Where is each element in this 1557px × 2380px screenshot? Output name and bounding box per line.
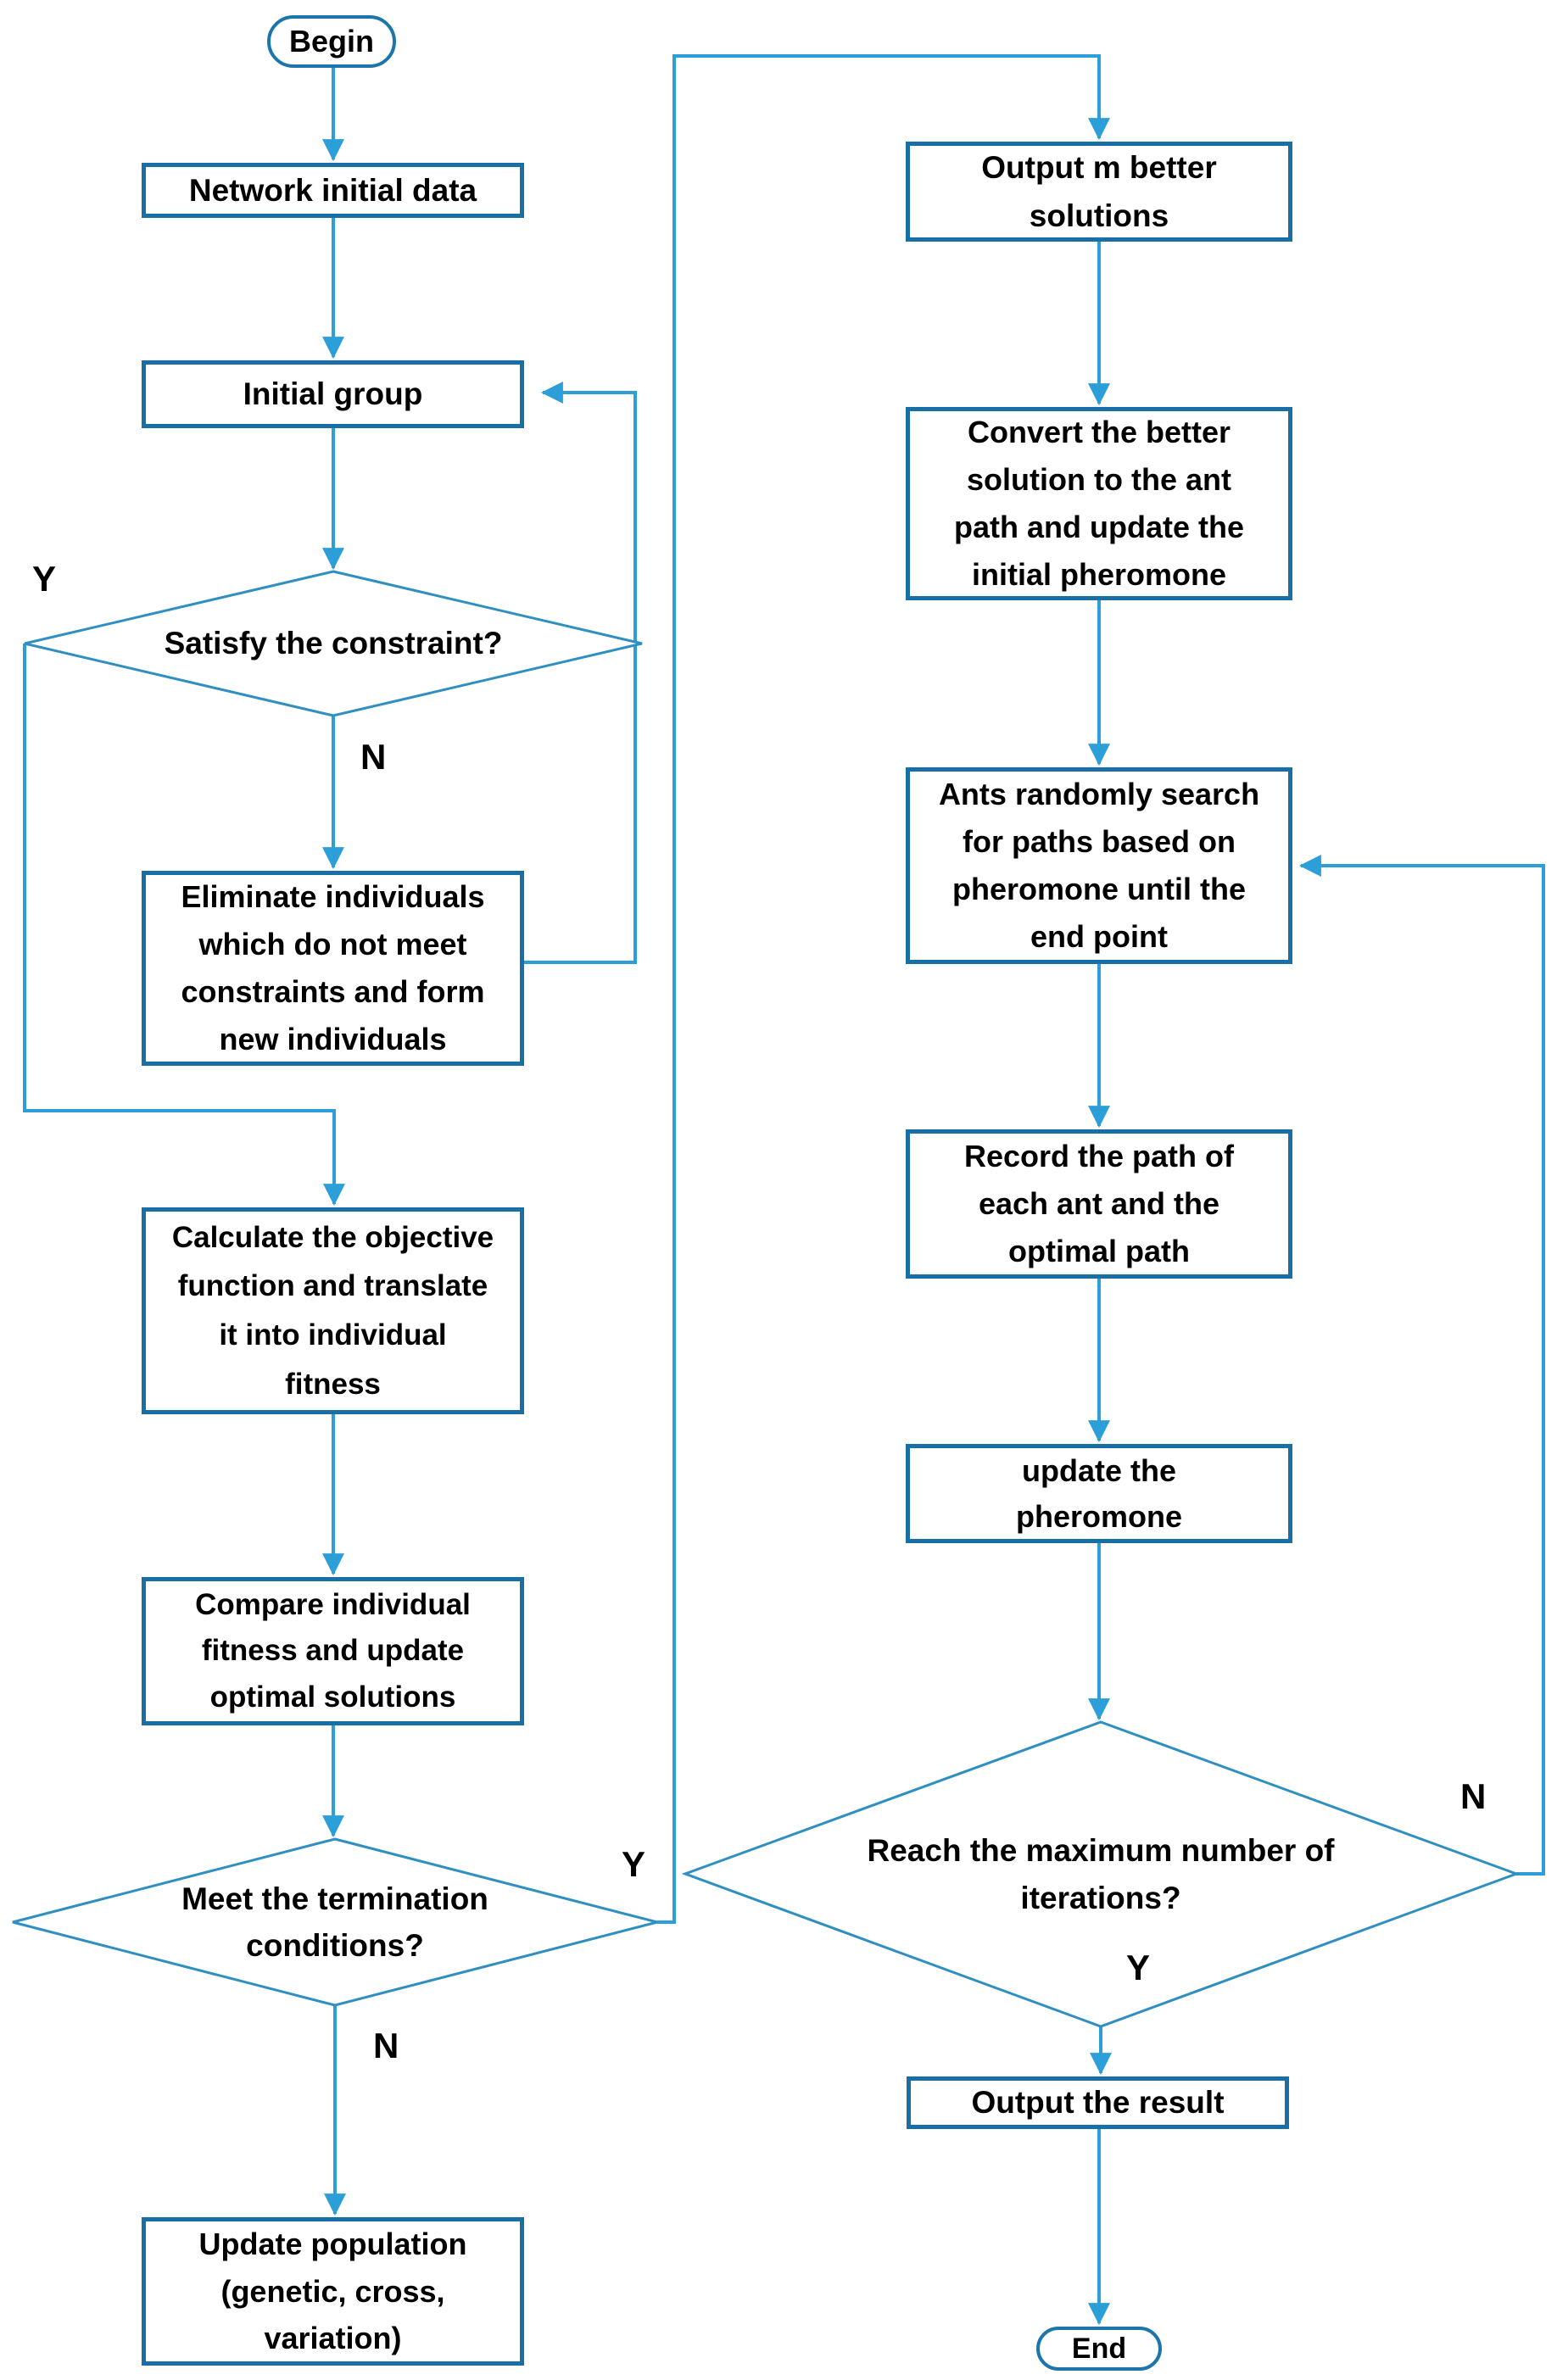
record-path-step: Record the path of each ant and the opti… (906, 1129, 1292, 1279)
convert-solution-step: Convert the better solution to the ant p… (906, 407, 1292, 600)
reach-yes-label: Y (1126, 1948, 1151, 1987)
output-result-step: Output the result (907, 2076, 1289, 2129)
reach-max-iterations-decision: Reach the maximum number of iterations? (867, 1833, 1335, 1915)
initial-group-step: Initial group (142, 360, 524, 428)
reach-no-label: N (1460, 1776, 1487, 1816)
update-population-step: Update population (genetic, cross, varia… (142, 2217, 524, 2366)
end-terminator: End (1036, 2327, 1162, 2371)
network-initial-data-step: Network initial data (142, 163, 524, 218)
termination-no-label: N (373, 2026, 399, 2065)
satisfy-diamond-shape (24, 570, 643, 717)
connector-satisfy-yes-calculate (23, 644, 345, 1207)
connector-termination-yes-outputm (657, 54, 1110, 1924)
satisfy-no-label: N (360, 737, 387, 777)
connector-eliminate-loop-initialgroup (524, 382, 637, 964)
update-pheromone-step: update the pheromone (906, 1444, 1292, 1543)
compare-fitness-step: Compare individual fitness and update op… (142, 1577, 524, 1725)
termination-diamond-shape (12, 1837, 658, 2007)
reach-diamond-shape (681, 1720, 1521, 2028)
eliminate-individuals-step: Eliminate individuals which do not meet … (142, 871, 524, 1066)
output-m-solutions-step: Output m better solutions (906, 142, 1292, 242)
satisfy-constraint-decision: Satisfy the constraint? (164, 626, 503, 661)
termination-conditions-decision: Meet the termination conditions? (181, 1881, 488, 1964)
begin-terminator: Begin (267, 15, 396, 68)
ants-search-step: Ants randomly search for paths based on … (906, 767, 1292, 964)
connector-reach-no-ants-loop (1298, 855, 1545, 1876)
calculate-objective-step: Calculate the objective function and tra… (142, 1207, 524, 1414)
termination-yes-label: Y (622, 1844, 646, 1884)
satisfy-yes-label: Y (32, 559, 57, 599)
